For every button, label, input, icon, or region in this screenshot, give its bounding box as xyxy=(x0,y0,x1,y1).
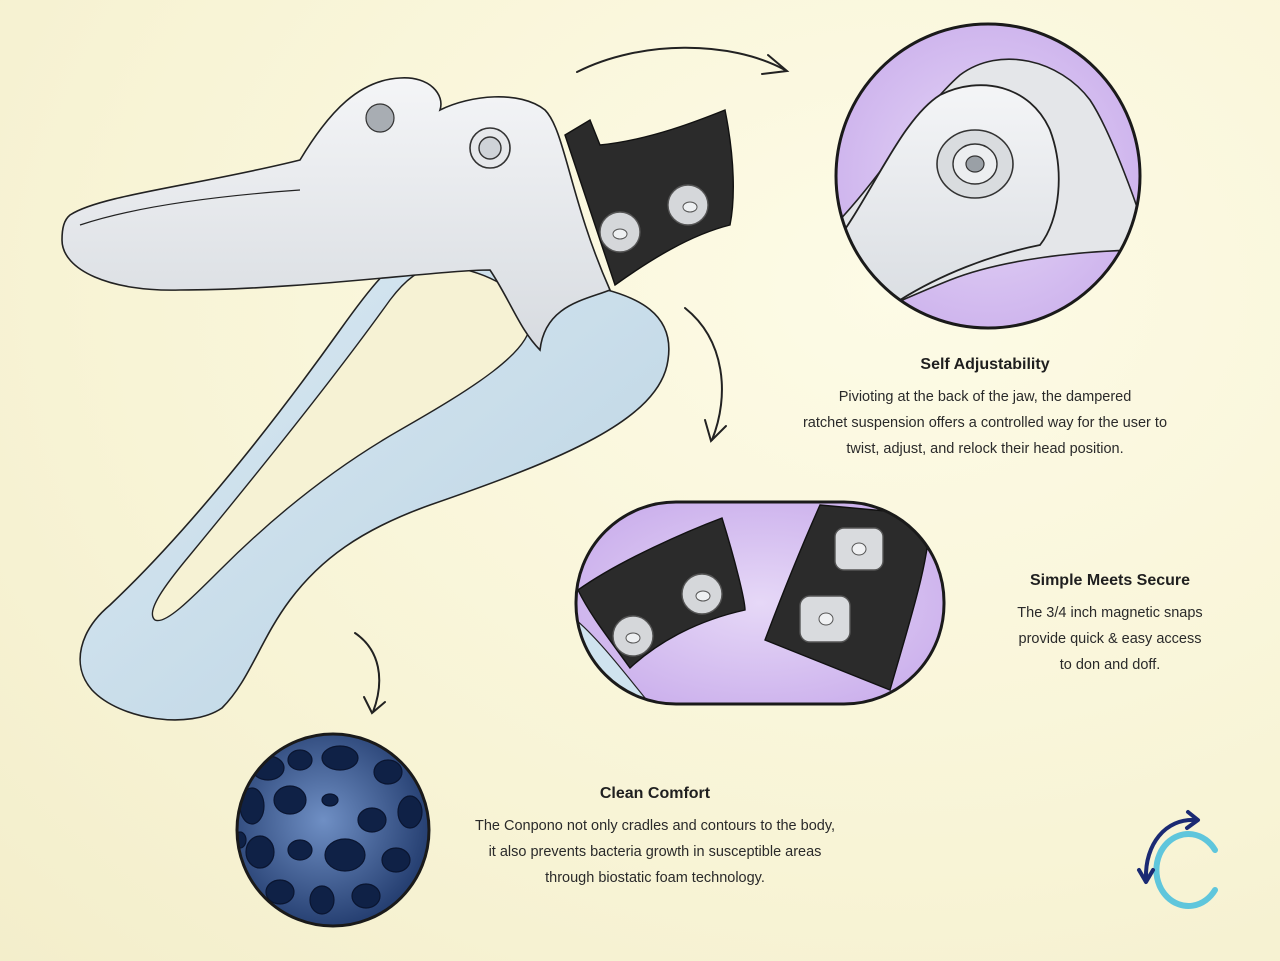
callout-line: provide quick & easy access xyxy=(1018,631,1202,647)
callout-line: The 3/4 inch magnetic snaps xyxy=(1017,605,1203,621)
brace-jaw-cradle xyxy=(61,77,612,352)
curved-arrow-icon xyxy=(684,307,727,443)
conpono-c-logo xyxy=(1137,810,1218,909)
callout-title: Simple Meets Secure xyxy=(1029,572,1191,589)
callout-line: twist, adjust, and relock their head pos… xyxy=(846,441,1124,457)
callout-simple-meets-secure: Simple Meets Secure The 3/4 inch magneti… xyxy=(990,572,1230,678)
curved-arrow-icon xyxy=(354,632,386,715)
callout-line: Pivioting at the back of the jaw, the da… xyxy=(838,389,1132,405)
curved-arrow-icon xyxy=(576,46,790,75)
callout-title: Self Adjustability xyxy=(920,356,1050,373)
detail-ratchet-pivot xyxy=(834,22,1142,330)
callout-clean-comfort: Clean Comfort The Conpono not only cradl… xyxy=(455,785,855,891)
detail-biostatic-foam xyxy=(235,732,431,928)
callout-line: through biostatic foam technology. xyxy=(545,870,765,886)
callout-line: The Conpono not only cradles and contour… xyxy=(474,818,836,834)
callout-self-adjustability: Self Adjustability Pivioting at the back… xyxy=(760,356,1210,462)
callout-title: Clean Comfort xyxy=(599,785,711,802)
brace-lower-loop xyxy=(79,249,670,721)
callout-line: ratchet suspension offers a controlled w… xyxy=(802,415,1168,431)
strap-with-snaps xyxy=(564,109,734,287)
callout-body: The 3/4 inch magnetic snaps provide quic… xyxy=(990,600,1230,678)
callout-body: The Conpono not only cradles and contour… xyxy=(455,813,855,891)
callout-line: it also prevents bacteria growth in susc… xyxy=(488,844,822,860)
callout-body: Pivioting at the back of the jaw, the da… xyxy=(760,384,1210,462)
detail-magnetic-snaps xyxy=(574,500,946,706)
callout-line: to don and doff. xyxy=(1059,657,1161,673)
